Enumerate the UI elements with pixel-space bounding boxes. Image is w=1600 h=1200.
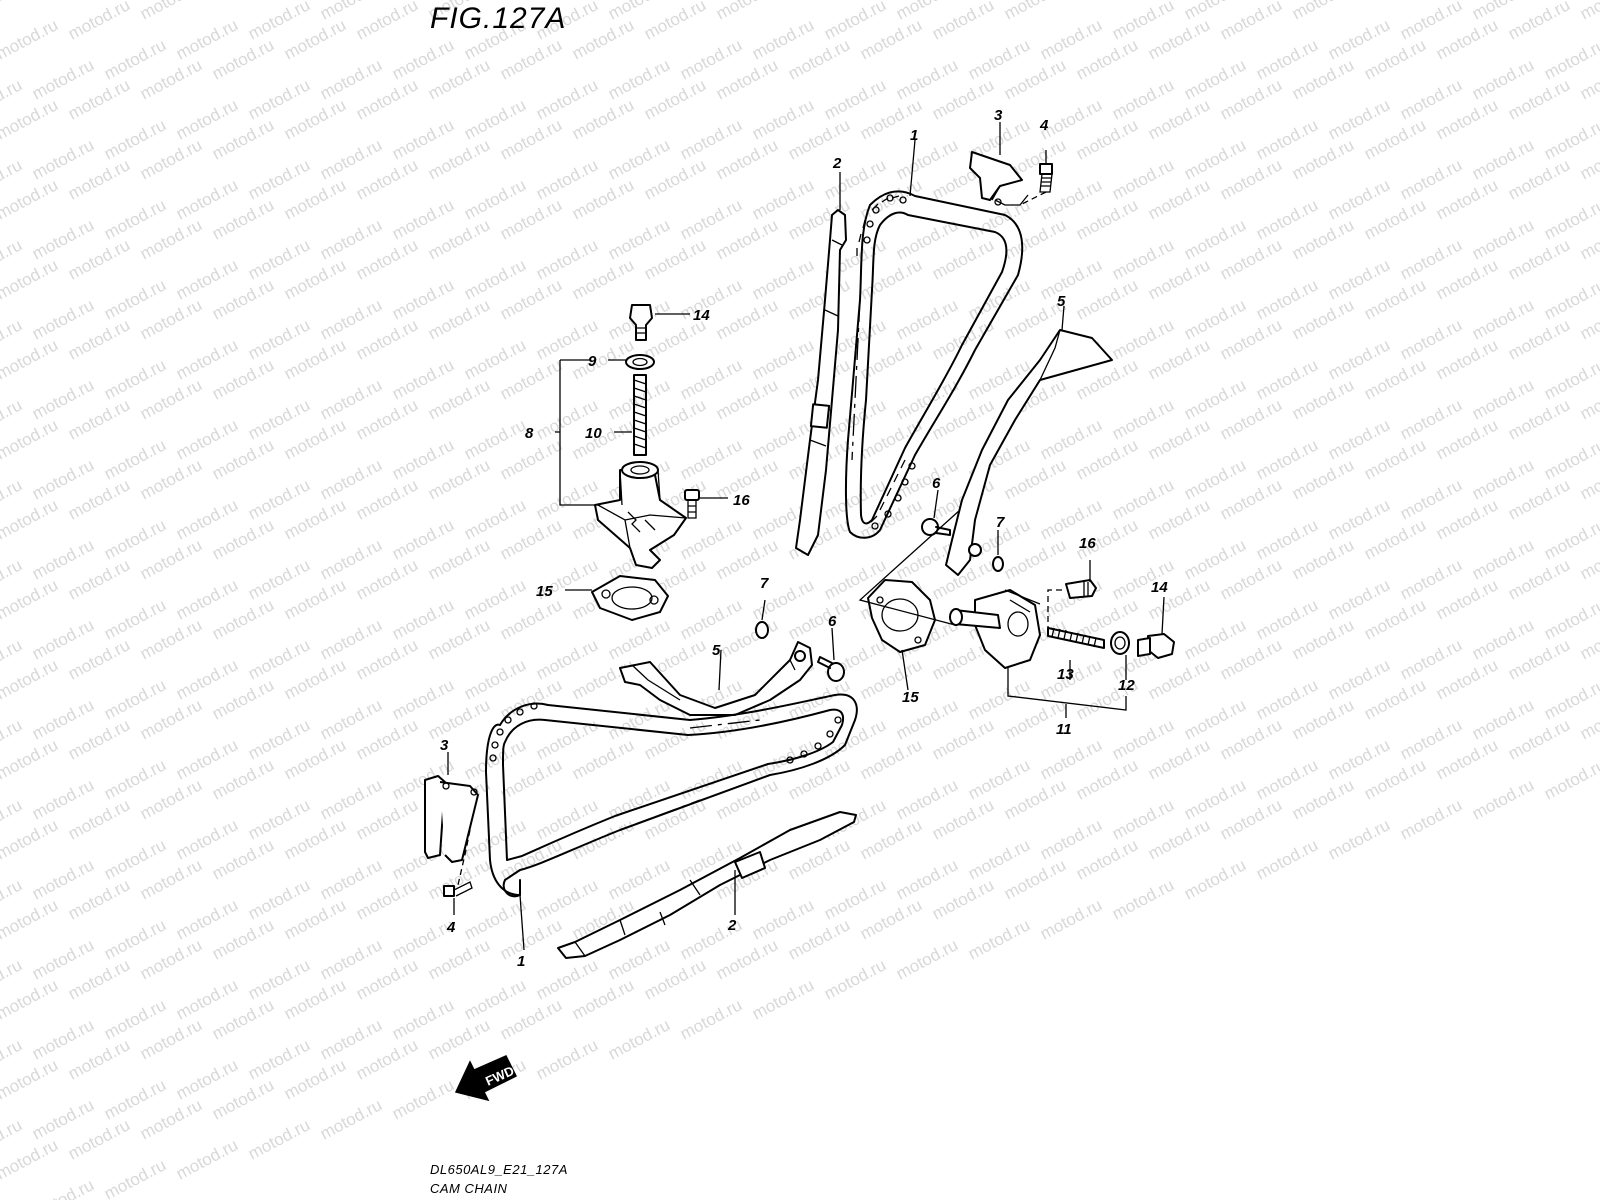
callout-3-upper: 3 [994, 107, 1003, 124]
callout-16-left: 16 [733, 492, 750, 509]
callout-7-upper: 7 [996, 514, 1005, 531]
callout-3-lower: 3 [440, 737, 449, 754]
callout-2-upper: 2 [832, 155, 842, 172]
chain-guide-plate-upper [969, 151, 1029, 206]
tensioner-adjuster-left [594, 304, 687, 569]
callout-2-lower: 2 [727, 917, 737, 934]
chain-guide-upper [795, 209, 847, 556]
cam-chain-lower [485, 693, 858, 898]
chain-guide-plate-lower [424, 775, 479, 863]
callout-5-lower: 5 [712, 642, 721, 659]
gasket-15-right [867, 579, 936, 653]
cam-chain-upper [844, 190, 1024, 539]
callout-13: 13 [1057, 666, 1074, 683]
callout-14-right: 14 [1151, 579, 1168, 596]
washer-7-upper [992, 556, 1004, 572]
spring-13 [1047, 627, 1105, 649]
callout-7-lower: 7 [760, 575, 769, 592]
callout-15-left: 15 [536, 583, 553, 600]
callout-4-lower: 4 [446, 919, 456, 936]
callout-11: 11 [1056, 721, 1072, 738]
fwd-arrow: FWD [454, 1055, 518, 1102]
figure-name: CAM CHAIN [430, 1181, 508, 1196]
bolt-6-upper [921, 518, 951, 536]
callout-5-upper: 5 [1057, 293, 1066, 310]
bolt-16-left [684, 489, 700, 519]
callout-14-left: 14 [693, 307, 710, 324]
callout-1-lower: 1 [517, 953, 525, 970]
callout-12: 12 [1118, 677, 1135, 694]
callout-4-upper: 4 [1039, 117, 1049, 134]
washer-7-lower [755, 621, 769, 639]
chain-guide-lower [557, 811, 857, 959]
tensioner-adjuster-right [949, 589, 1041, 669]
figure-title: FIG.127A [430, 2, 567, 35]
callout-9: 9 [588, 353, 597, 370]
bolt-4-lower [443, 881, 473, 897]
callout-1-upper: 1 [910, 127, 918, 144]
callout-6-lower: 6 [828, 613, 837, 630]
tensioner-slipper-lower [619, 641, 813, 716]
callout-10: 10 [585, 425, 602, 442]
callout-6-upper: 6 [932, 475, 941, 492]
gasket-15-left [591, 575, 669, 621]
callout-labels: 2 1 3 4 5 6 7 14 9 10 8 16 15 16 14 7 6 … [440, 107, 1168, 970]
bolt-6-lower [817, 656, 845, 682]
washer-12 [1110, 631, 1130, 655]
bolt-upper [1039, 163, 1053, 193]
tensioner-slipper-upper [945, 329, 1113, 576]
callout-15-right: 15 [902, 689, 919, 706]
cap-bolt-14-right [1137, 633, 1175, 659]
bolt-16-right [1065, 579, 1097, 599]
callout-8: 8 [525, 425, 534, 442]
model-code: DL650AL9_E21_127A [430, 1162, 568, 1177]
callout-16-right: 16 [1079, 535, 1096, 552]
